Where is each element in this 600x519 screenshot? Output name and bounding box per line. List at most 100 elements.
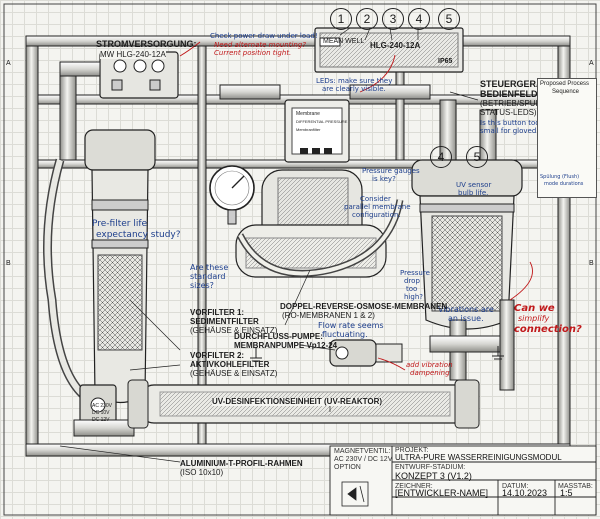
border-ref-a-right: A [589,60,594,67]
ground-symbols [250,346,504,362]
note-flow-2: fluctuating. [322,330,368,339]
uv-filter-housing [411,159,523,330]
meanwell-psu [314,27,464,73]
process-sequence-panel [537,78,597,198]
solenoid-valve [73,384,135,437]
tb-project-label: PROJEKT: [395,447,429,454]
note-uv-bulb-2: bulb life. [458,189,489,197]
top-pipework [59,61,497,171]
tb-scale-label: MASSTAB: [558,483,593,490]
pressure-gauge [209,165,255,225]
border-ref-b-left: B [6,260,11,267]
tb-valve-label-2: AC 230V / DC 12V [334,456,393,463]
tb-scale: 1:5 [560,488,573,498]
note-uv-bulb-1: UV sensor [456,181,492,189]
tb-valve-label-1: MAGNETVENTIL: [334,448,391,455]
callout-3: 3 [382,8,404,30]
sequence-note-1: Spülung (Flush) [540,174,580,180]
label-frame-title: ALUMINIUM-T-PROFIL-RAHMEN [180,459,303,468]
note-pdrop-1: Pressure [400,269,430,277]
label-prefilter1-type: SEDIMENTFILTER [190,317,259,326]
note-dampening-1: add vibration [406,361,453,369]
note-parallel-3: configuration. [352,211,401,219]
note-prefilter-1: Pre-filter life [92,219,148,229]
note-flow-1: Flow rate seems [318,321,384,330]
right-pipework [429,299,515,391]
membrane-panel-line3: Membranfilter [296,127,321,132]
controller-subtitle-2: STATUS-LEDS) [480,108,537,117]
label-ro-title: DOPPEL-REVERSE-OSMOSE-MEMBRANEN [280,302,448,311]
title-block [329,445,597,516]
sequence-title-1: Proposed Process [540,81,590,87]
controller-title-1: STEUERGERÄT: [480,79,551,89]
tb-drawer-label: ZEICHNER: [395,483,433,490]
note-can-we-2: simplify [518,314,550,323]
callout-5: 5 [438,8,460,30]
label-frame-sub: (ISO 10x10) [180,468,224,477]
psu-model: MW HLG-240-12A [100,50,166,60]
valve-symbol [341,481,369,507]
label-ro-sub: (RO-MEMBRANEN 1 & 2) [282,311,375,320]
note-parallel-1: Consider [360,195,391,203]
note-mounting-2: Current position tight. [214,49,292,57]
label-prefilter1-title: VORFILTER 1: [190,308,245,317]
tb-valve-label-3: OPTION [334,464,361,471]
controller-note-2: small for gloved hand? [480,127,560,135]
psu-brand: MEAN WELL [323,38,365,45]
note-leds-1: LEDs: make sure they [316,77,393,85]
note-standard-1: Are these [190,263,229,272]
psu-control-box [99,51,179,99]
label-prefilter2-sub: (GEHÄUSE & EINSATZ) [190,369,278,378]
controller-subtitle-1: (BETRIEB/SPULUNG [480,99,558,108]
note-parallel-2: parallel membrane [344,203,411,211]
note-vibration-2: an issue. [448,314,484,323]
label-pump-title: DURCHFLUSS-PUMPE: [234,332,323,341]
note-pressure-1: Pressure gauges [362,167,420,175]
psu-unit-label: HLG-240-12A [370,41,421,50]
note-pdrop-2: drop [404,277,420,285]
note-standard-3: sizes? [190,281,214,290]
uv-reactor [127,379,480,429]
callout-4-detail: 4 [430,146,452,168]
label-uv-reactor: UV-DESINFEKTIONSEINHEIT (UV-REAKTOR) [212,397,383,407]
note-pdrop-3: too [406,285,418,293]
tb-stage-label: ENTWURF-STADIUM: [395,464,466,471]
membrane-panel-line2: DIFFERENTIAL PRESSURE [296,119,348,124]
psu-title: STROMVERSORGUNG: [96,39,197,49]
note-standard-2: standard [190,272,226,281]
controller-unit [284,99,350,163]
sequence-note-2: mode durations [544,181,584,187]
psu-ip-rating: IP65 [438,58,453,65]
label-prefilter1-sub: (GEHÄUSE & EINSATZ) [190,326,278,335]
callout-2: 2 [356,8,378,30]
controller-title-2: BEDIENFELD [480,89,538,99]
note-leds-2: are clearly visible. [322,85,386,93]
note-pressure-2: is key? [372,175,396,183]
red-leader-lines [179,41,533,371]
tb-drawer: [ENTWICKLER-NAME] [395,488,489,498]
note-mounting-1: Need alternate mounting? [214,41,306,49]
membrane-panel-line1: Membrane [296,111,320,117]
note-prefilter-2: expectancy study? [96,230,181,240]
callout-1: 1 [330,8,352,30]
valve-rating-3: DC 12V [92,417,110,423]
border-ref-b-right: B [589,260,594,267]
label-prefilter2-type: AKTIVKOHLEFILTER [190,360,270,369]
membrane-hose-inner [238,199,402,276]
note-pdrop-4: high? [404,293,423,301]
note-can-we-3: connection? [514,324,582,335]
note-vibration-1: Vibrations are [438,305,494,314]
tb-date: 14.10.2023 [502,488,548,498]
sequence-title-2: Sequence [552,89,580,95]
label-prefilter2-title: VORFILTER 2: [190,351,245,360]
tb-date-label: DATUM: [502,483,529,490]
note-can-we-1: Can we [514,303,555,314]
valve-rating-1: AC 230V [92,403,113,409]
label-pump-model: MEMBRANPUMPE Vp12-24 [234,341,338,350]
tb-project: ULTRA-PURE WASSERREINIGUNGSMODUL [395,453,562,462]
diaphragm-pump [329,339,403,367]
controller-note-1: Is this button too [480,119,540,127]
border-ref-a-left: A [6,60,11,67]
